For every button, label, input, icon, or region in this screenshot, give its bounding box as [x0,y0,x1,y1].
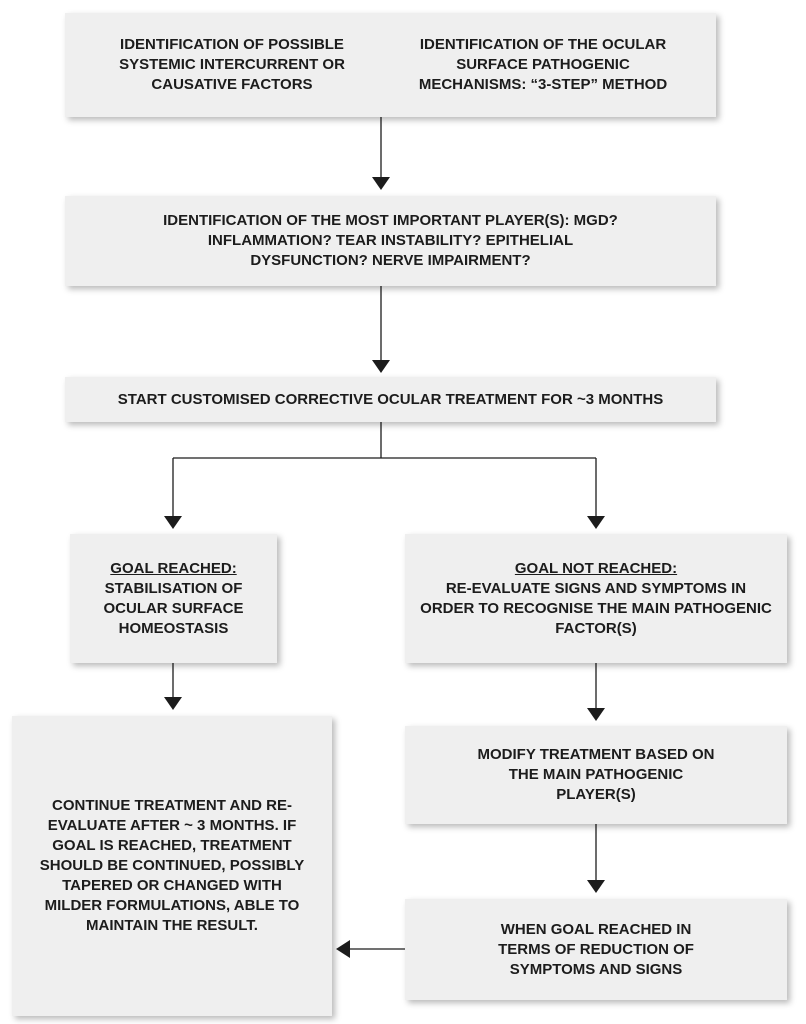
modify-treatment-box: MODIFY TREATMENT BASED ON THE MAIN PATHO… [405,726,787,824]
goal-reached-box: GOAL REACHED: STABILISATION OF OCULAR SU… [70,534,277,663]
players-text: IDENTIFICATION OF THE MOST IMPORTANT PLA… [163,212,618,269]
when-goal-reached-box: WHEN GOAL REACHED IN TERMS OF REDUCTION … [405,899,787,1000]
arrowhead-down [587,708,605,721]
goal-reached-heading: GOAL REACHED: [110,559,237,577]
arrowhead-left [336,940,350,958]
goal-not-reached-text: RE-EVALUATE SIGNS AND SYMPTOMS IN ORDER … [420,579,772,637]
goal-not-reached-heading: GOAL NOT REACHED: [514,559,678,577]
systemic-factors-text: IDENTIFICATION OF POSSIBLE SYSTEMIC INTE… [119,36,345,93]
continue-treatment-box: CONTINUE TREATMENT AND RE-EVALUATE AFTER… [12,716,332,1016]
arrowhead-down [164,516,182,529]
modify-treatment-text: MODIFY TREATMENT BASED ON THE MAIN PATHO… [477,746,715,803]
start-treatment-box: START CUSTOMISED CORRECTIVE OCULAR TREAT… [65,377,716,422]
arrowhead-down [372,360,390,373]
when-goal-reached-text: WHEN GOAL REACHED IN TERMS OF REDUCTION … [498,920,694,978]
arrowhead-down [587,880,605,893]
pathogenic-mechanisms-text: IDENTIFICATION OF THE OCULAR SURFACE PAT… [418,36,668,93]
arrowhead-down [372,177,390,190]
goal-not-reached-box: GOAL NOT REACHED: RE-EVALUATE SIGNS AND … [405,534,787,663]
continue-treatment-text: CONTINUE TREATMENT AND RE-EVALUATE AFTER… [39,797,305,934]
arrowhead-down [587,516,605,529]
start-treatment-text: START CUSTOMISED CORRECTIVE OCULAR TREAT… [117,390,664,408]
goal-reached-text: STABILISATION OF OCULAR SURFACE HOMEOSTA… [103,579,244,637]
players-box: IDENTIFICATION OF THE MOST IMPORTANT PLA… [65,196,716,286]
arrowhead-down [164,697,182,710]
identification-factors-box: IDENTIFICATION OF POSSIBLE SYSTEMIC INTE… [65,13,716,117]
